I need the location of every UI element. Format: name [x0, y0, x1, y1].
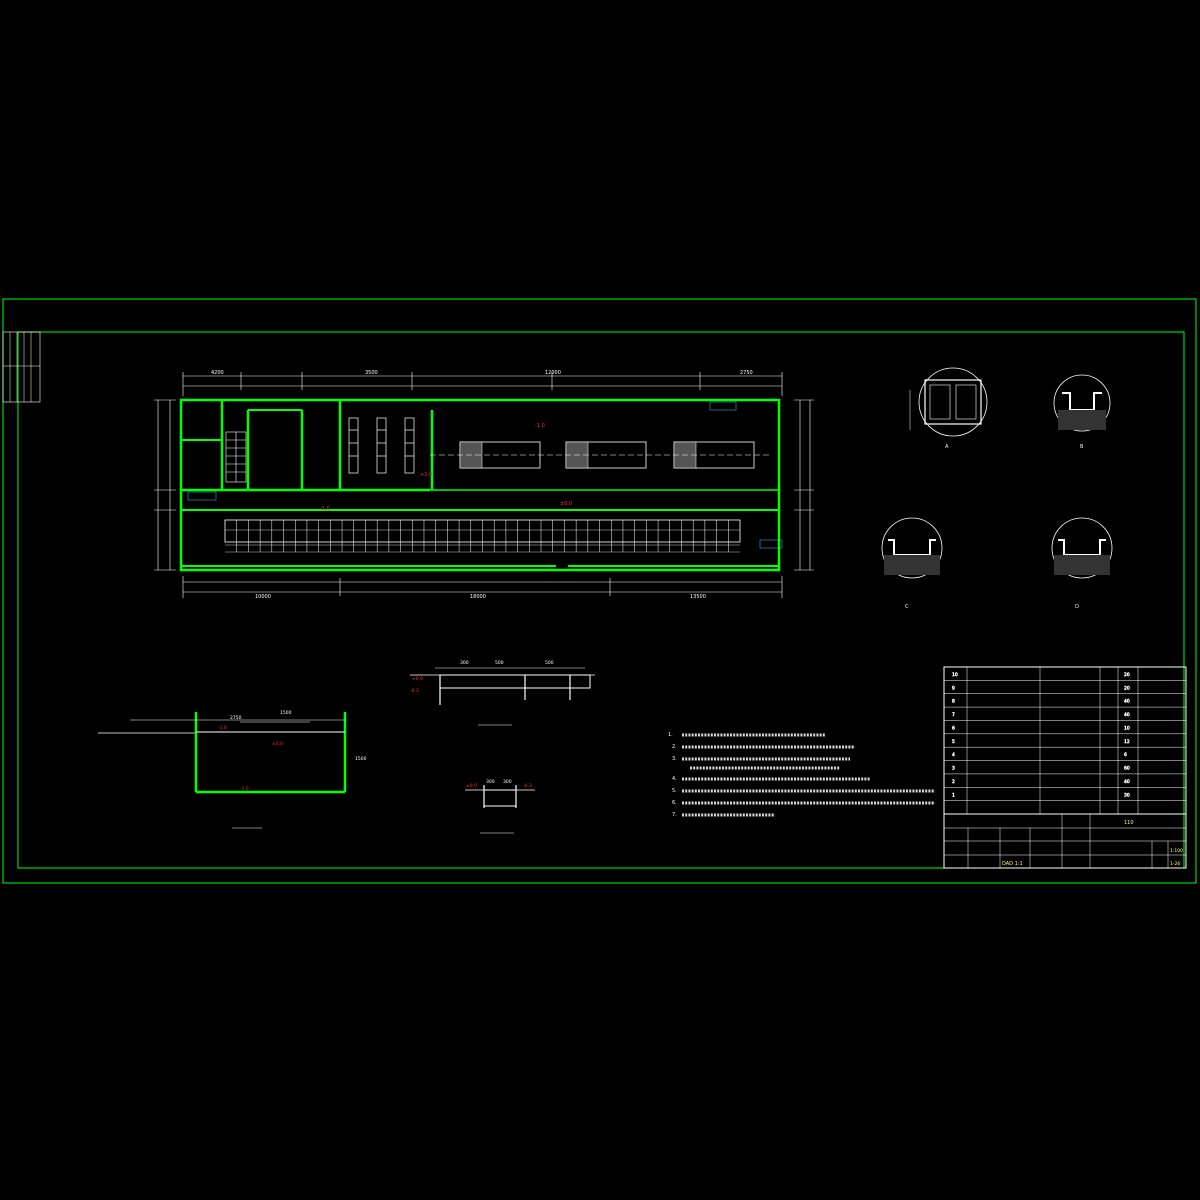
table-row-number: 10: [952, 672, 958, 678]
sheet-number: 1-26: [1170, 861, 1180, 867]
table-qty-cell: 20: [1124, 685, 1130, 691]
title-block: 110 1:100 1-26 DAD 1:1: [943, 813, 1187, 869]
note-7: 7.: [672, 812, 677, 818]
note-4: 4.: [672, 776, 677, 782]
table-qty-cell: 40: [1124, 712, 1130, 718]
table-row-number: 2: [952, 779, 955, 785]
notes-block: 1. 2. 3. 4. 5. 6. 7.: [668, 732, 935, 818]
table-qty-cell: 20: [1124, 672, 1130, 678]
section2-dim-1: 300: [460, 660, 469, 666]
section-2: 300 500 500 ±0.0 -0.3: [410, 660, 595, 726]
section3-elev-1: ±0.0: [466, 783, 477, 789]
design-stage: DAD 1:1: [1002, 861, 1023, 867]
detail-a: A: [909, 367, 988, 450]
note-6: 6.: [672, 800, 677, 806]
table-qty-cell: 60: [1124, 766, 1130, 772]
table-qty-cell: 10: [1124, 725, 1130, 731]
section1-elev-3: ±0.0: [272, 741, 283, 747]
section2-elev-1: ±0.0: [412, 676, 423, 682]
section1-dim-2: 1500: [280, 710, 292, 716]
detail-c: C: [881, 517, 943, 610]
table-row-number: 6: [952, 725, 955, 731]
table-qty-cell: 30: [1124, 792, 1130, 798]
plan-top-dim-4: 2750: [740, 370, 753, 376]
note-3: 3.: [672, 756, 677, 762]
table-row-number: 8: [952, 699, 955, 705]
elev-mark-1: -1.0: [535, 423, 545, 429]
project-code: 110: [1124, 820, 1134, 826]
table-row-number: 4: [952, 752, 955, 758]
stair-symbol: [225, 431, 247, 483]
note-2: 2.: [672, 744, 677, 750]
table-qty-cell: 40: [1124, 779, 1130, 785]
section2-dim-2: 500: [495, 660, 504, 666]
plan-top-dim-1: 4200: [211, 370, 224, 376]
section1-dim-1: 2750: [230, 715, 242, 721]
detail-b: B: [1053, 374, 1111, 450]
material-table: 10 9 8 7 6 5 4 3 2 1 20 20 40 40 10 12 6 60 40 30: [943, 666, 1187, 815]
transformer-pads: [430, 441, 770, 469]
table-qty-cell: 40: [1124, 699, 1130, 705]
detail-c-label: C: [905, 604, 909, 610]
detail-d-label: D: [1075, 604, 1079, 610]
plan-bottom-dim-1: 10000: [255, 594, 271, 600]
table-qty-cell: 6: [1124, 752, 1127, 758]
section3-elev-2: -0.3: [523, 783, 532, 789]
table-row-number: 1: [952, 792, 955, 798]
binding-strip: [2, 331, 41, 403]
detail-a-label: A: [945, 444, 949, 450]
note-1: 1.: [668, 732, 673, 738]
main-floor-plan: 4200 3500 12000 2750 10000 18000 13500: [154, 370, 814, 600]
cable-racks: [348, 417, 415, 474]
section2-dim-3: 500: [545, 660, 554, 666]
table-row-number: 5: [952, 739, 955, 745]
section3-dim-2: 300: [503, 779, 512, 785]
section1-elev-1: -1.0: [218, 725, 227, 731]
table-row-number: 9: [952, 685, 955, 691]
detail-d: D: [1051, 517, 1113, 610]
plan-top-dim-2: 3500: [365, 370, 378, 376]
plan-top-dim-3: 12000: [545, 370, 561, 376]
scale-value: 1:100: [1170, 848, 1183, 854]
table-row-number: 7: [952, 712, 955, 718]
table-row-number: 3: [952, 766, 955, 772]
section3-dim-1: 300: [486, 779, 495, 785]
section-3: 300 300 ±0.0 -0.3: [465, 779, 535, 834]
plan-bottom-dim-3: 13500: [690, 594, 706, 600]
elev-mark-2: ±0.0: [560, 501, 572, 507]
section-1-1: 2750 1500 1500 -1.0 -1.5 ±0.0: [98, 710, 367, 829]
elev-mark-3: +1.0: [420, 472, 432, 478]
outer-frame: [2, 298, 1197, 884]
section1-dim-3: 1500: [355, 756, 367, 762]
plan-bottom-dim-2: 18000: [470, 594, 486, 600]
table-qty-cell: 12: [1124, 739, 1130, 745]
section1-elev-2: -1.5: [240, 786, 249, 792]
note-5: 5.: [672, 788, 677, 794]
inner-frame: [17, 331, 1185, 869]
detail-b-label: B: [1080, 444, 1084, 450]
elev-mark-4: -1.0: [320, 506, 330, 512]
section2-elev-2: -0.3: [410, 688, 419, 694]
